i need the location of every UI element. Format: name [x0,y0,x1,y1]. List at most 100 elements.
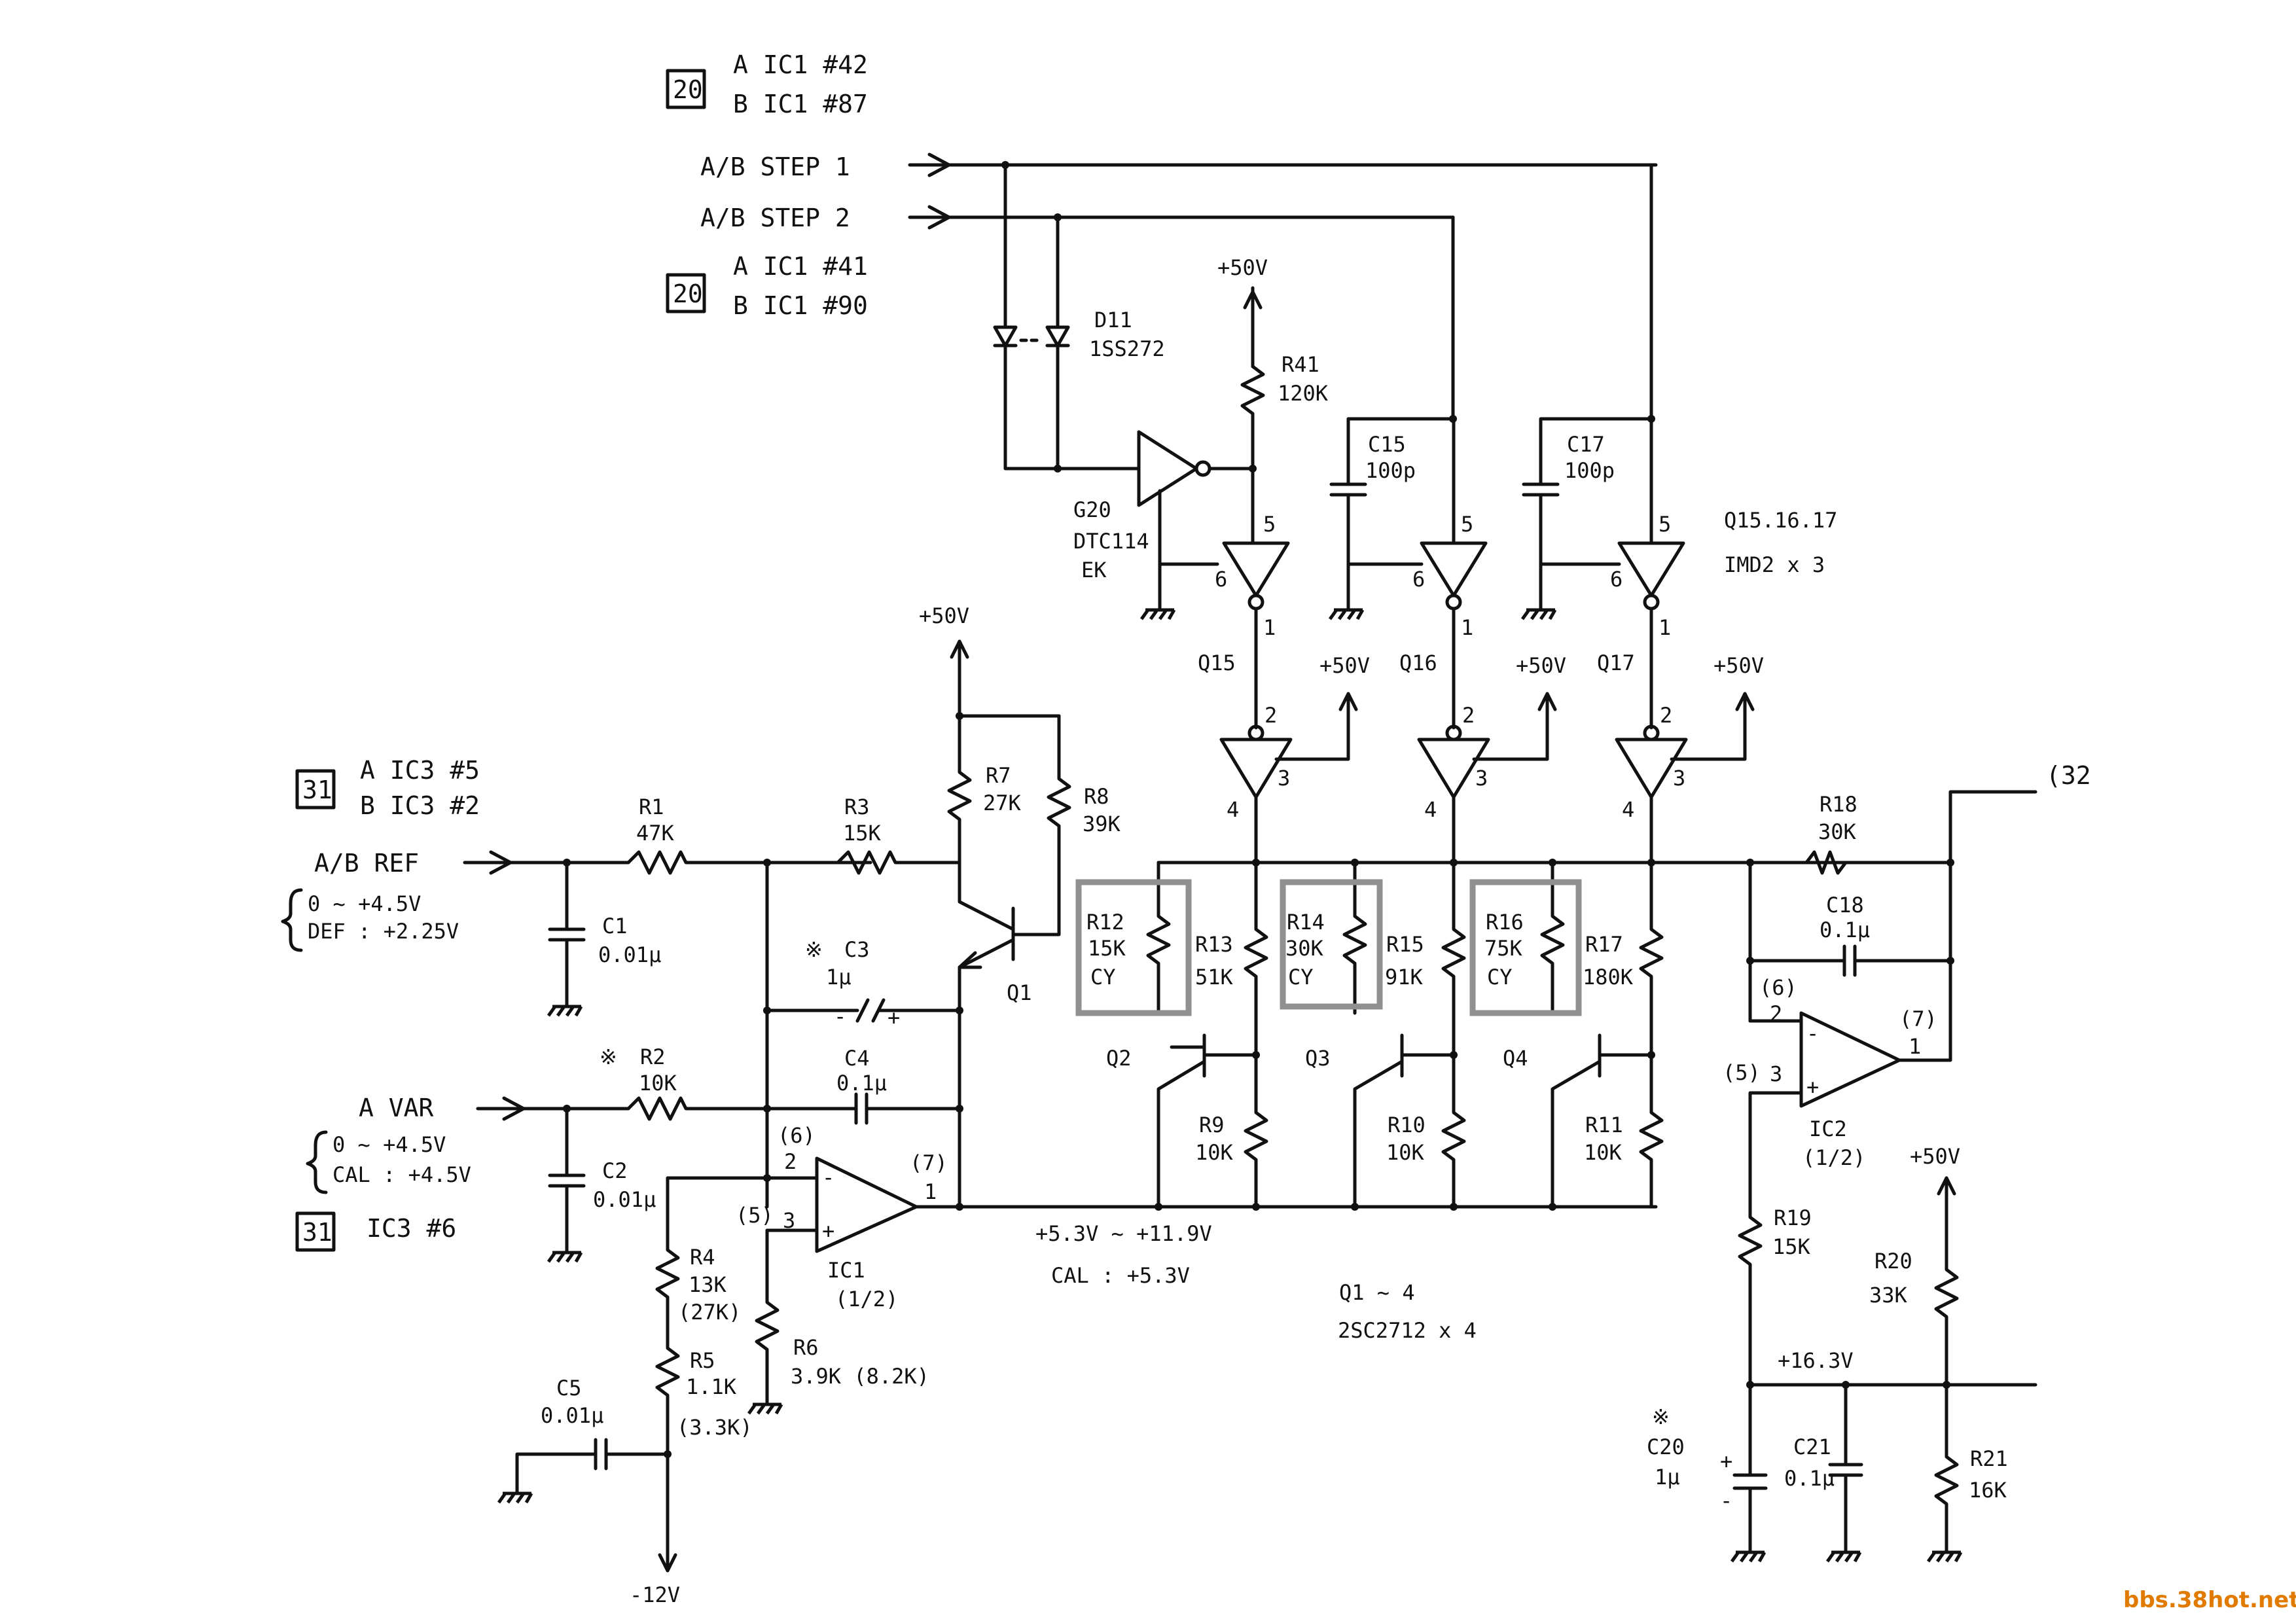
ic2-inv: - [1806,1021,1819,1046]
ic2-label: IC2 [1809,1116,1847,1141]
q15-pin6: 6 [1215,567,1227,592]
r13-value: 51K [1195,965,1234,990]
c3-mark: ※ [805,937,823,962]
d11-label: D11 [1094,308,1132,332]
q1-supply [958,639,1061,718]
c5-value: 0.01μ [541,1403,603,1428]
r12-value: 15K [1088,936,1126,961]
ref-brace [281,888,303,952]
p50v-label-q17: +50V [1713,653,1764,678]
r7-label: R7 [986,763,1011,788]
r5-alt: (3.3K) [677,1415,753,1440]
c17-label: C17 [1567,432,1605,457]
r15-label: R15 [1386,932,1424,957]
d11-leads [1003,163,1060,329]
q3-emitter [1353,1060,1404,1209]
ref-31a-line2: B IC3 #2 [360,791,480,820]
c4-value: 0.1μ [836,1071,887,1096]
c3-plus: + [888,1005,900,1030]
q17-pin1: 1 [1659,615,1671,640]
r2-value: 10K [639,1071,677,1096]
q16-label: Q16 [1399,651,1437,675]
ic2-out [1897,861,1952,1062]
ladder-drops [1254,795,1653,865]
r8-resistor [1011,714,1071,936]
ic1-inv: - [822,1165,834,1190]
highlight-r12 [1075,879,1192,1016]
r20-label: R20 [1874,1249,1912,1274]
c18-label: C18 [1826,893,1864,918]
r16-value: 75K [1484,936,1523,961]
c2-label: C2 [602,1158,628,1183]
c1-capacitor [548,861,586,1007]
r15-value: 91K [1385,965,1424,990]
r21-label: R21 [1970,1446,2008,1471]
r6-value: 3.9K (8.2K) [791,1364,929,1389]
r12-label: R12 [1086,910,1124,935]
r4-label: R4 [690,1245,715,1270]
q16-pin5: 5 [1461,512,1473,537]
r19-resistor [1738,1091,1803,1387]
r20-resistor [1934,1176,1959,1387]
g20-emitter [1158,489,1219,611]
ref-20a-line2: B IC1 #87 [733,90,868,118]
q16-pin2: 2 [1462,703,1475,728]
r13-label: R13 [1195,932,1233,957]
d11-output [1003,344,1141,471]
m12v-label: -12V [630,1582,680,1607]
r41-resistor [1240,365,1265,545]
q1-label: Q1 [1007,980,1032,1005]
q15-17-value: IMD2 x 3 [1724,552,1825,577]
r3-label: R3 [844,794,870,819]
r8-label: R8 [1084,784,1109,809]
ref-20a-line1: A IC1 #42 [733,50,868,79]
c15-top-wire [1346,215,1455,486]
c18-capacitor [1748,944,1952,977]
q17-upper [1617,541,1685,597]
d11-value: 1SS272 [1089,336,1165,361]
r15-resistor [1441,861,1466,1058]
q16-pin3: 3 [1475,766,1488,791]
r21-resistor [1934,1383,1959,1553]
var-brace [306,1130,328,1194]
r2-label: R2 [640,1044,666,1069]
c15-value: 100p [1365,458,1416,483]
c4-capacitor [765,1092,961,1125]
c17-top-wire [1539,163,1653,486]
r14-tol: CY [1288,965,1314,990]
r14-resistor [1342,861,1367,1015]
r2-mark: ※ [600,1044,617,1069]
ic1-half: (1/2) [835,1287,898,1311]
p50v-arrow-q16 [1537,692,1557,711]
r4-value: 13K [689,1272,727,1297]
r16-resistor [1540,861,1565,1015]
v163-label: +16.3V [1778,1348,1854,1373]
r1-label: R1 [639,794,664,819]
var-input-label: A VAR [359,1094,434,1122]
r20-value: 33K [1869,1283,1908,1308]
ic2-pin2: 2 [1770,1001,1782,1026]
q17-pin3: 3 [1673,766,1685,791]
p50v-label-q15: +50V [1319,653,1370,678]
c20-minus: - [1720,1488,1732,1513]
d11-diode-a [993,325,1018,348]
c1-label: C1 [602,914,628,938]
ic1-pin1: 1 [924,1179,937,1204]
p50v-label-q16: +50V [1516,653,1566,678]
q17-label: Q17 [1597,651,1635,675]
q16-upper [1420,541,1488,597]
ref-20b-line1: A IC1 #41 [733,252,868,281]
ic1-pin3: 3 [783,1208,795,1233]
c2-value: 0.01μ [593,1187,656,1212]
ref-range: 0 ~ +4.5V [308,891,421,916]
ref-box-31a [295,769,336,810]
r9-value: 10K [1195,1140,1234,1165]
r9-resistor [1244,1053,1268,1209]
p50v-label-1: +50V [1217,255,1268,280]
c18-value: 0.1μ [1820,918,1870,942]
ic2-pin6: (6) [1759,975,1797,1000]
step2-arrow [927,205,951,230]
r18-label: R18 [1820,792,1857,817]
q1-4-value: 2SC2712 x 4 [1338,1318,1477,1343]
